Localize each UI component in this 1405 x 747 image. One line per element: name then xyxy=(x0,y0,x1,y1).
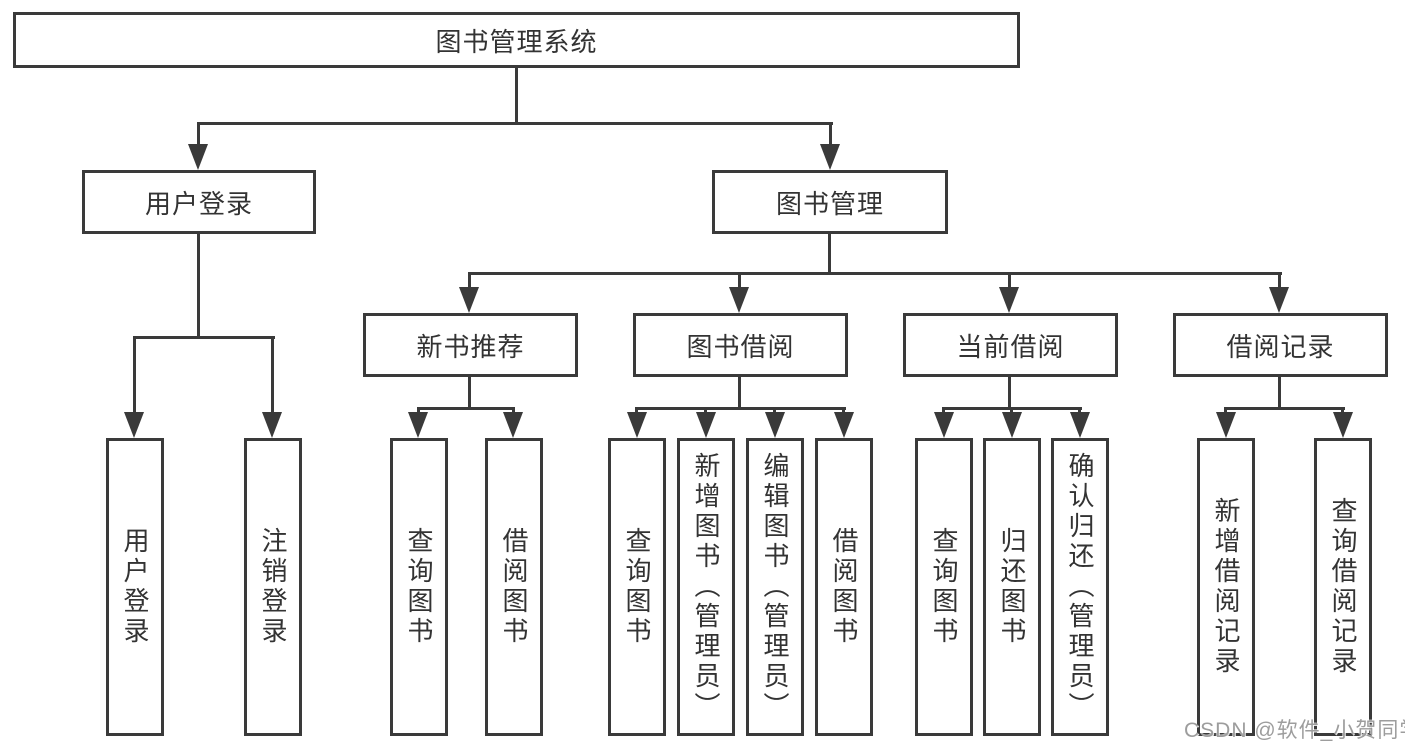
leaf-label: 新增图书（管理员） xyxy=(691,452,721,722)
connector-line xyxy=(197,124,200,148)
connector-line xyxy=(828,234,831,274)
arrow-down-icon xyxy=(627,412,647,438)
connector-line xyxy=(133,338,136,414)
leaf-logout: 注销登录 xyxy=(244,438,302,736)
connector-line xyxy=(1008,377,1011,409)
arrow-down-icon xyxy=(934,412,954,438)
connector-line xyxy=(468,274,471,289)
leaf-confirm-return-admin: 确认归还（管理员） xyxy=(1051,438,1109,736)
leaf-edit-book-admin: 编辑图书（管理员） xyxy=(746,438,804,736)
leaf-label: 新增借阅记录 xyxy=(1211,497,1241,677)
node-user-login: 用户登录 xyxy=(82,170,316,234)
leaf-label: 查询图书 xyxy=(404,527,434,647)
arrow-down-icon xyxy=(1216,412,1236,438)
arrow-down-icon xyxy=(188,144,208,170)
connector-line xyxy=(197,122,833,125)
leaf-label: 编辑图书（管理员） xyxy=(760,452,790,722)
arrow-down-icon xyxy=(696,412,716,438)
node-current-borrow: 当前借阅 xyxy=(903,313,1118,377)
leaf-add-book-admin: 新增图书（管理员） xyxy=(677,438,735,736)
connector-line xyxy=(738,377,741,409)
leaf-label: 用户登录 xyxy=(120,527,150,647)
leaf-label: 查询图书 xyxy=(929,527,959,647)
leaf-user-login: 用户登录 xyxy=(106,438,164,736)
arrow-down-icon xyxy=(1269,287,1289,313)
node-new-book-recommend: 新书推荐 xyxy=(363,313,578,377)
arrow-down-icon xyxy=(834,412,854,438)
arrow-down-icon xyxy=(503,412,523,438)
leaf-label: 查询图书 xyxy=(622,527,652,647)
leaf-borrow-books: 借阅图书 xyxy=(815,438,873,736)
connector-line xyxy=(417,407,515,410)
arrow-down-icon xyxy=(999,287,1019,313)
connector-line xyxy=(133,336,275,339)
leaf-query-borrow-record: 查询借阅记录 xyxy=(1314,438,1372,736)
arrow-down-icon xyxy=(459,287,479,313)
arrow-down-icon xyxy=(765,412,785,438)
leaf-borrow-books-recommend: 借阅图书 xyxy=(485,438,543,736)
connector-line xyxy=(468,377,471,409)
leaf-label: 借阅图书 xyxy=(499,527,529,647)
leaf-query-books-recommend: 查询图书 xyxy=(390,438,448,736)
leaf-label: 注销登录 xyxy=(258,527,288,647)
arrow-down-icon xyxy=(820,144,840,170)
connector-line xyxy=(942,407,1082,410)
arrow-down-icon xyxy=(408,412,428,438)
arrow-down-icon xyxy=(262,412,282,438)
connector-line xyxy=(1278,377,1281,409)
node-book-borrow: 图书借阅 xyxy=(633,313,848,377)
node-borrow-records: 借阅记录 xyxy=(1173,313,1388,377)
arrow-down-icon xyxy=(1070,412,1090,438)
arrow-down-icon xyxy=(124,412,144,438)
node-root: 图书管理系统 xyxy=(13,12,1020,68)
watermark: CSDN @软件_小贺同学 xyxy=(1184,719,1405,742)
leaf-label: 借阅图书 xyxy=(829,527,859,647)
leaf-query-books-current: 查询图书 xyxy=(915,438,973,736)
connector-line xyxy=(829,124,832,148)
connector-line xyxy=(1008,274,1011,289)
arrow-down-icon xyxy=(1333,412,1353,438)
connector-line xyxy=(271,338,274,414)
leaf-label: 查询借阅记录 xyxy=(1328,497,1358,677)
leaf-return-book: 归还图书 xyxy=(983,438,1041,736)
connector-line xyxy=(515,68,518,124)
arrow-down-icon xyxy=(729,287,749,313)
connector-line xyxy=(1224,407,1345,410)
connector-line xyxy=(635,407,846,410)
connector-line xyxy=(468,272,1282,275)
leaf-query-books-borrow: 查询图书 xyxy=(608,438,666,736)
leaf-add-borrow-record: 新增借阅记录 xyxy=(1197,438,1255,736)
connector-line xyxy=(738,274,741,289)
node-book-management: 图书管理 xyxy=(712,170,948,234)
connector-line xyxy=(1278,274,1281,289)
leaf-label: 确认归还（管理员） xyxy=(1065,452,1095,722)
connector-line xyxy=(197,234,200,338)
leaf-label: 归还图书 xyxy=(997,527,1027,647)
arrow-down-icon xyxy=(1002,412,1022,438)
